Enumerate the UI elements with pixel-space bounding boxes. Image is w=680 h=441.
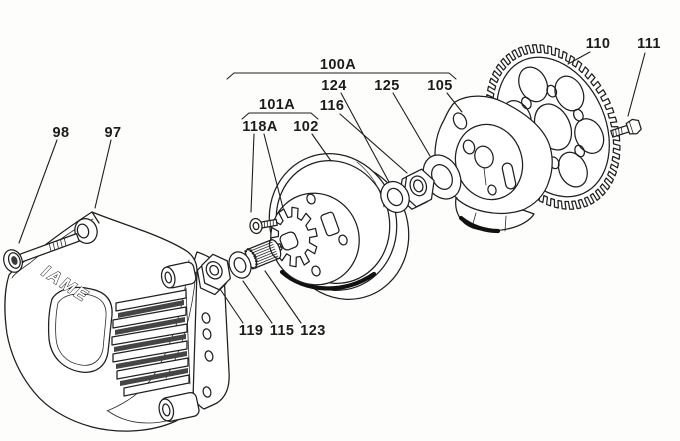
callout-labels: 98 97 100A 124 125 105 116 101A 118A 102… (53, 36, 661, 339)
part-bolt-98 (3, 233, 80, 273)
part-washer-124 (380, 180, 410, 214)
callout-98: 98 (53, 125, 70, 141)
callout-115: 115 (270, 323, 295, 339)
callout-110: 110 (586, 36, 611, 52)
callout-119: 119 (239, 323, 264, 339)
callout-97: 97 (105, 125, 122, 141)
callout-105: 105 (427, 78, 452, 94)
part-sprocket (270, 206, 318, 268)
part-bushing-123 (244, 239, 282, 270)
callout-102: 102 (293, 119, 318, 135)
callout-111: 111 (637, 36, 661, 52)
bracket-100A (226, 72, 457, 80)
callout-118A: 118A (242, 119, 278, 135)
part-bolt-118A (249, 217, 278, 235)
callout-124: 124 (321, 78, 346, 94)
callout-123: 123 (300, 323, 325, 339)
callout-125: 125 (374, 78, 399, 94)
part-bolt-111 (610, 118, 642, 138)
part-washer-115 (228, 251, 252, 279)
callout-101A: 101A (259, 97, 295, 113)
part-cover-97: IAME (4, 211, 200, 432)
callout-leaders (18, 51, 646, 324)
callout-116: 116 (320, 98, 345, 114)
bracket-101A (241, 112, 319, 120)
callout-100A: 100A (320, 57, 356, 73)
part-nut-119 (196, 253, 231, 296)
part-clutch-shoes-105 (434, 95, 553, 234)
